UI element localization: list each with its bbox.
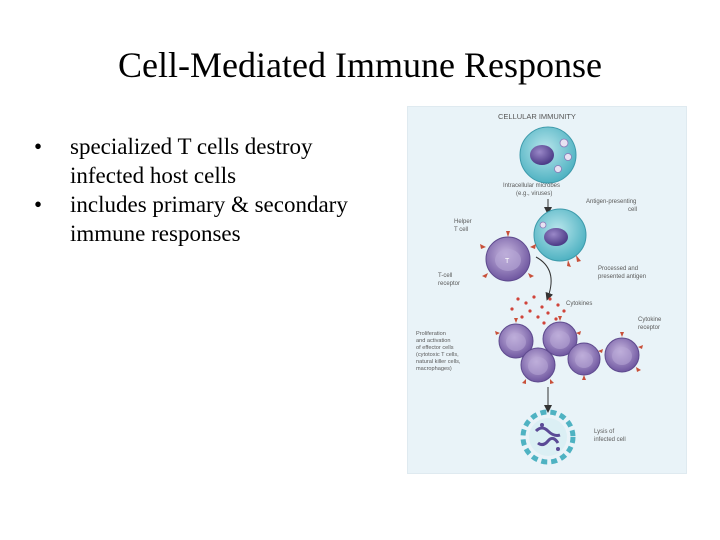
cyto-receptor-label-2: receptor — [638, 325, 660, 331]
cyto-receptor-label-1: Cytokine — [638, 317, 662, 323]
prolif-label-3: of effector cells — [416, 345, 454, 351]
effector-cell — [567, 342, 603, 380]
cellular-immunity-diagram: CELLULAR IMMUNITY Intracellular microbes… — [407, 106, 687, 474]
slide-title: Cell-Mediated Immune Response — [118, 45, 602, 85]
microbes-label-2: (e.g., viruses) — [516, 191, 552, 197]
infected-cell-top — [519, 126, 577, 184]
arrow-curved — [535, 256, 554, 301]
figure-heading: CELLULAR IMMUNITY — [498, 112, 576, 121]
effector-cell — [604, 332, 643, 373]
antigen-presenting-cell — [533, 208, 587, 267]
prolif-label-5: natural killer cells, — [416, 359, 461, 365]
helper-label-2: T cell — [454, 227, 468, 233]
tcr-label-2: receptor — [438, 281, 460, 287]
prolif-label-6: macrophages) — [416, 366, 452, 372]
apc-label-2: cell — [628, 207, 637, 213]
lysed-infected-cell — [520, 409, 576, 465]
bullet-text: specialized T cells destroy infected hos… — [70, 134, 313, 188]
effector-cell — [520, 347, 556, 384]
cytokine-dots — [510, 295, 566, 325]
effector-cell — [542, 316, 581, 357]
bullet-list: • specialized T cells destroy infected h… — [30, 132, 360, 248]
microbes-label-1: Intracellular microbes — [503, 183, 560, 189]
bullet-item: • specialized T cells destroy infected h… — [30, 132, 360, 190]
effector-cell — [495, 318, 534, 359]
bullet-item: • includes primary & secondary immune re… — [30, 190, 360, 248]
bullet-dot-icon: • — [33, 134, 43, 159]
t-cell-letter: T — [505, 258, 510, 265]
effector-cells — [495, 316, 643, 384]
cytokines-label: Cytokines — [566, 301, 592, 307]
tcr-label-1: T-cell — [438, 273, 452, 279]
bullet-text: includes primary & secondary immune resp… — [70, 192, 348, 246]
lysis-label-2: infected cell — [594, 437, 626, 443]
diagram-canvas: CELLULAR IMMUNITY Intracellular microbes… — [416, 112, 662, 465]
prolif-label-4: (cytotoxic T cells, — [416, 352, 459, 358]
processed-label-2: presented antigen — [598, 274, 646, 280]
helper-t-cell — [480, 231, 536, 282]
bullet-dot-icon: • — [33, 192, 43, 217]
prolif-label-1: Proliferation — [416, 331, 446, 337]
processed-label-1: Processed and — [598, 266, 638, 272]
apc-label-1: Antigen-presenting — [586, 199, 636, 205]
lysis-label-1: Lysis of — [594, 429, 614, 435]
helper-label-1: Helper — [454, 219, 472, 225]
prolif-label-2: and activation — [416, 338, 451, 344]
